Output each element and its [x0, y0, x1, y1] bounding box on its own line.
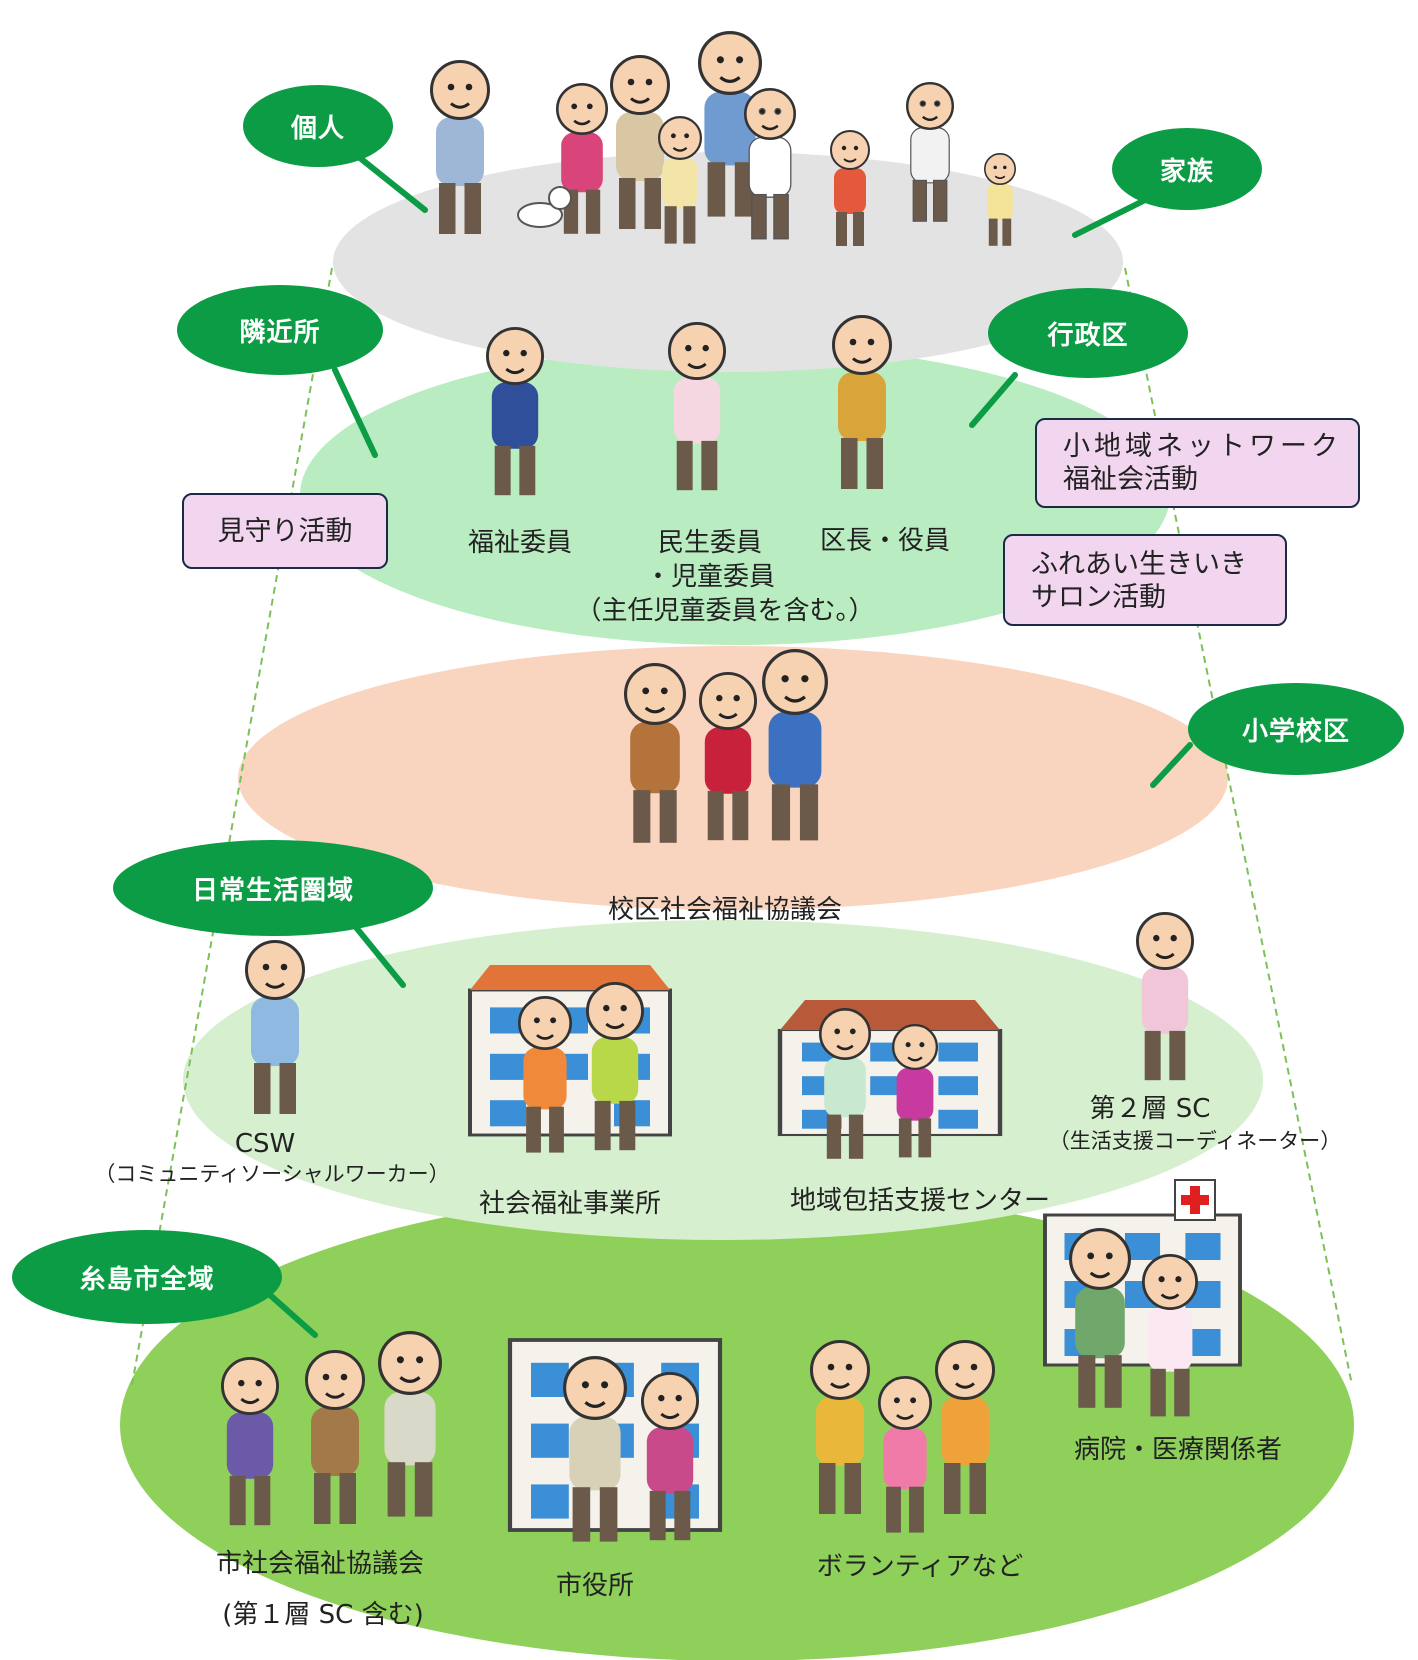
activity-watching-text: 見守り活動	[217, 515, 353, 547]
label-city-council-sub: (第１層 SC 含む)	[222, 1600, 424, 1630]
bubble-neighborhood: 隣近所	[177, 285, 383, 375]
family-figures	[430, 30, 1017, 247]
layer-city-wide	[120, 1189, 1354, 1660]
label-sc2-full: （生活支援コーディネーター）	[1048, 1129, 1342, 1153]
activity-salon-line2: サロン活動	[1031, 582, 1166, 613]
label-csw: CSW	[234, 1129, 296, 1159]
label-minsei-line2: ・児童委員	[644, 562, 775, 592]
connector-city-wide	[267, 1292, 318, 1338]
city-wide-figures	[220, 1179, 1242, 1544]
label-welfare-member: 福祉委員	[467, 528, 572, 558]
connector-family	[1072, 197, 1148, 238]
label-ward-chief: 区長・役員	[819, 526, 950, 556]
connector-individual	[357, 155, 428, 213]
activity-watching: 見守り活動	[182, 493, 388, 569]
activity-salon: ふれあい生きいき サロン活動	[1003, 534, 1287, 626]
bubble-daily-life-area: 日常生活圏域	[113, 840, 433, 936]
bubble-admin-district: 行政区	[988, 288, 1188, 378]
activity-salon-line1: ふれあい生きいき	[1031, 549, 1247, 580]
bubble-school-district: 小学校区	[1188, 683, 1404, 775]
label-welfare-office: 社会福祉事業所	[478, 1189, 661, 1219]
label-school-council: 校区社会福祉協議会	[607, 895, 842, 925]
label-csw-full: （コミュニティソーシャルワーカー）	[94, 1162, 450, 1186]
label-sc2: 第２層 SC	[1089, 1094, 1211, 1124]
label-minsei-line1: 民生委員	[657, 528, 762, 558]
connector-school-district	[1150, 742, 1193, 788]
label-minsei-line3: （主任児童委員を含む。）	[575, 596, 875, 626]
label-support-center: 地域包括支援センター	[789, 1186, 1050, 1216]
connector-admin-district	[969, 372, 1018, 428]
daily-life-figures	[245, 912, 1195, 1161]
bubble-city-wide: 糸島市全域	[12, 1230, 282, 1324]
school-council-figures	[623, 649, 828, 845]
neighborhood-figures	[486, 315, 892, 497]
activity-small-network-line1: 小地域ネットワーク	[1063, 431, 1342, 462]
label-city-hall: 市役所	[555, 1571, 634, 1601]
guide-line-left	[131, 267, 333, 1386]
label-city-council: 市社会福祉協議会	[215, 1549, 424, 1579]
label-volunteers: ボランティアなど	[816, 1552, 1024, 1582]
bubble-individual: 個人	[243, 85, 393, 167]
activity-small-network: 小地域ネットワーク 福祉会活動	[1035, 418, 1360, 508]
activity-small-network-line2: 福祉会活動	[1063, 464, 1198, 495]
bubble-family: 家族	[1112, 128, 1262, 210]
connector-neighborhood	[332, 367, 378, 458]
layer-daily-life	[183, 920, 1263, 1240]
connector-daily-life	[347, 917, 406, 988]
label-hospital: 病院・医療関係者	[1073, 1435, 1282, 1465]
